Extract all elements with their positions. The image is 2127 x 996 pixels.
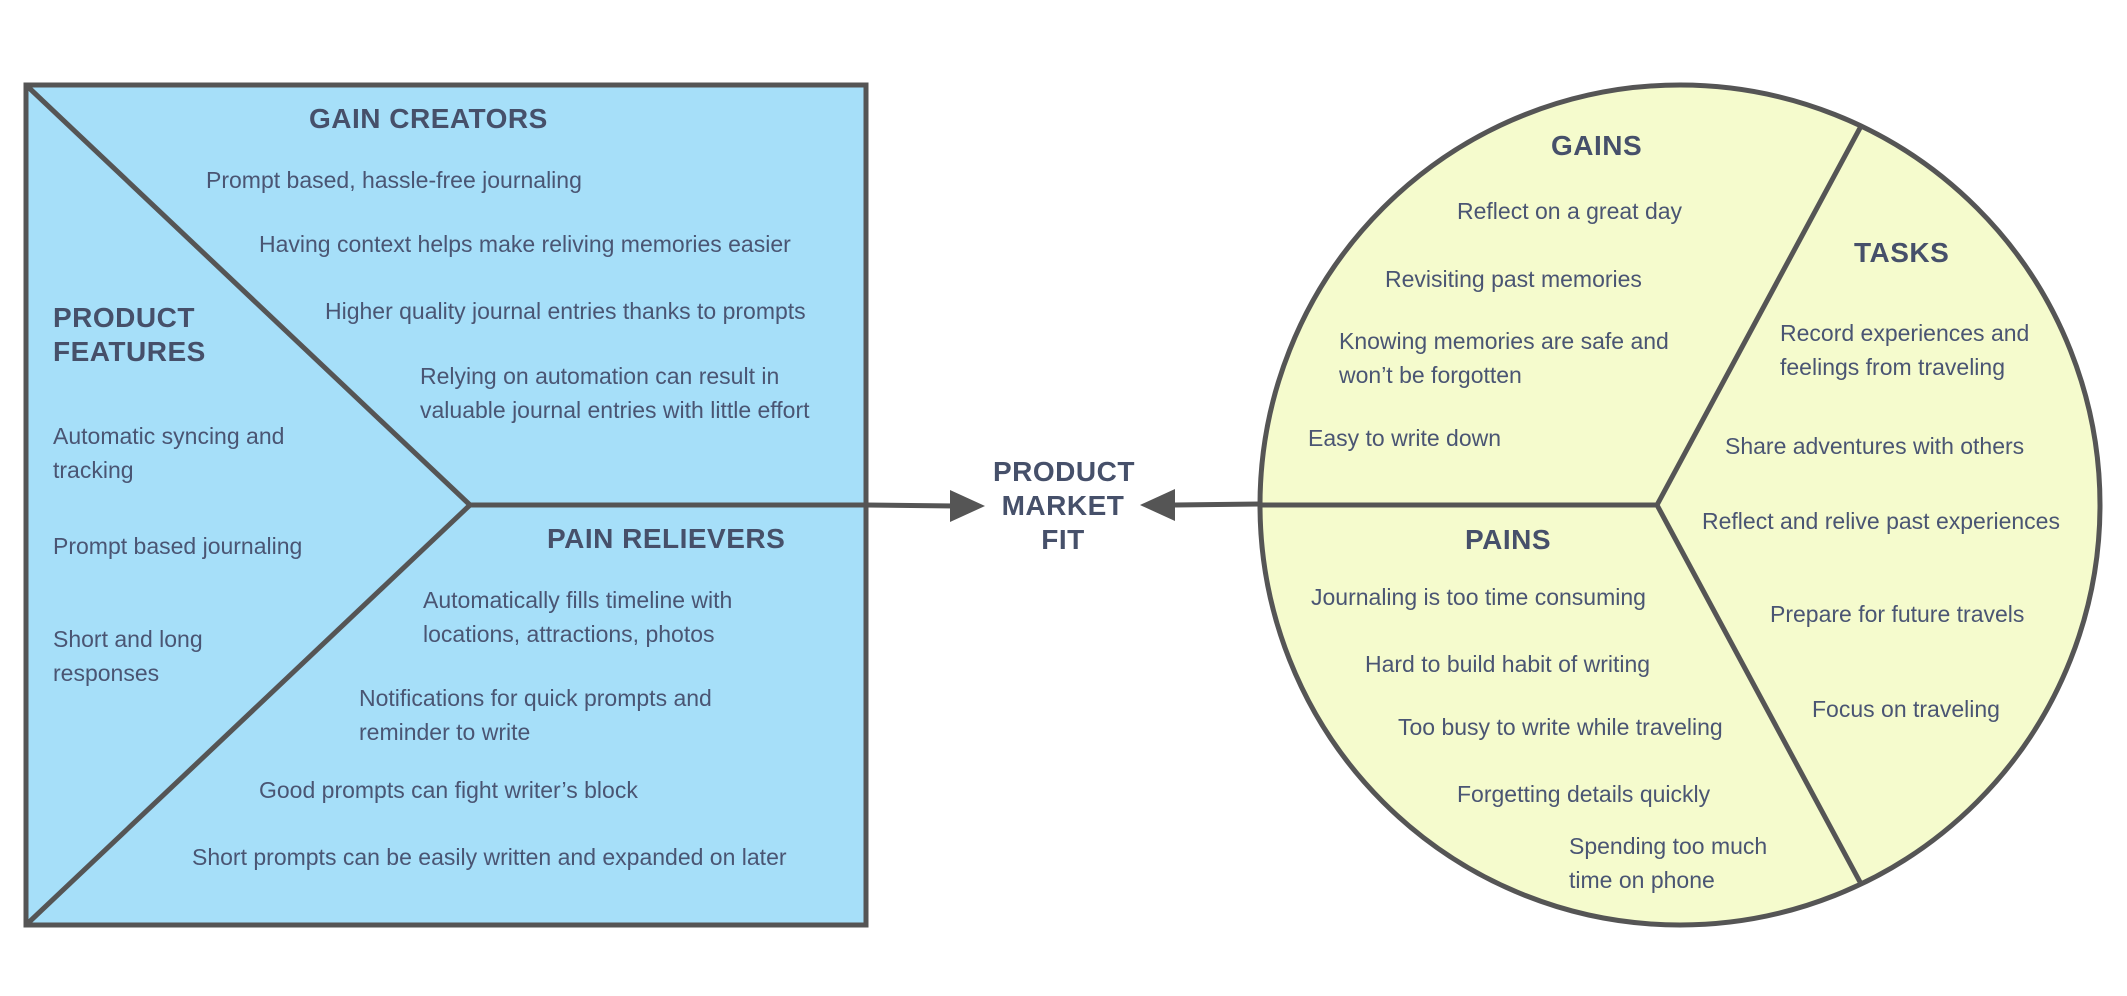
pain-relievers-title: PAIN RELIEVERS bbox=[547, 523, 786, 554]
value-map-divider-lower bbox=[24, 503, 472, 927]
pain-reliever-item: Short prompts can be easily written and … bbox=[192, 844, 787, 870]
pains-title: PAINS bbox=[1465, 524, 1551, 555]
task-item: Prepare for future travels bbox=[1770, 601, 2025, 627]
pain-reliever-item: Automatically fills timeline with locati… bbox=[423, 587, 733, 647]
customer-profile-divider-lower bbox=[1654, 503, 1863, 884]
right-arrow-head bbox=[1140, 489, 1175, 521]
gain-item: Knowing memories are safe and won’t be f… bbox=[1339, 328, 1669, 388]
pain-item: Forgetting details quickly bbox=[1457, 781, 1711, 807]
gains-title: GAINS bbox=[1551, 130, 1643, 161]
task-item: Focus on traveling bbox=[1812, 696, 2000, 722]
pain-reliever-item: Notifications for quick prompts and remi… bbox=[359, 685, 712, 745]
pain-item: Too busy to write while traveling bbox=[1398, 714, 1723, 740]
product-market-fit-label: PRODUCT MARKET FIT bbox=[993, 456, 1135, 555]
gain-item: Revisiting past memories bbox=[1385, 266, 1642, 292]
gain-creator-item: Higher quality journal entries thanks to… bbox=[325, 298, 806, 324]
value-map-divider-upper bbox=[24, 83, 472, 507]
task-item: Record experiences and feelings from tra… bbox=[1780, 320, 2030, 380]
left-arrow-head bbox=[950, 490, 985, 522]
pain-item: Hard to build habit of writing bbox=[1365, 651, 1651, 677]
right-arrow-shaft bbox=[1174, 501, 1261, 508]
pain-reliever-item: Good prompts can fight writer’s block bbox=[259, 777, 638, 803]
gain-creator-item: Prompt based, hassle-free journaling bbox=[206, 167, 582, 193]
product-feature-item: Prompt based journaling bbox=[53, 533, 303, 559]
gain-creators-title: GAIN CREATORS bbox=[309, 103, 548, 134]
gain-creator-item: Relying on automation can result in valu… bbox=[420, 363, 810, 423]
product-features-title: PRODUCT FEATURES bbox=[53, 302, 206, 367]
product-feature-item: Short and long responses bbox=[53, 626, 203, 686]
task-item: Share adventures with others bbox=[1725, 433, 2025, 459]
pain-item: Spending too much time on phone bbox=[1569, 833, 1768, 893]
left-arrow-shaft bbox=[865, 502, 956, 509]
gain-item: Easy to write down bbox=[1308, 425, 1502, 451]
gain-creator-item: Having context helps make reliving memor… bbox=[259, 231, 791, 257]
gain-item: Reflect on a great day bbox=[1457, 198, 1683, 224]
tasks-title: TASKS bbox=[1854, 237, 1950, 268]
product-feature-item: Automatic syncing and tracking bbox=[53, 423, 285, 483]
task-item: Reflect and relive past experiences bbox=[1702, 508, 2060, 534]
pain-item: Journaling is too time consuming bbox=[1311, 584, 1646, 610]
customer-profile-divider-upper bbox=[1654, 126, 1863, 507]
